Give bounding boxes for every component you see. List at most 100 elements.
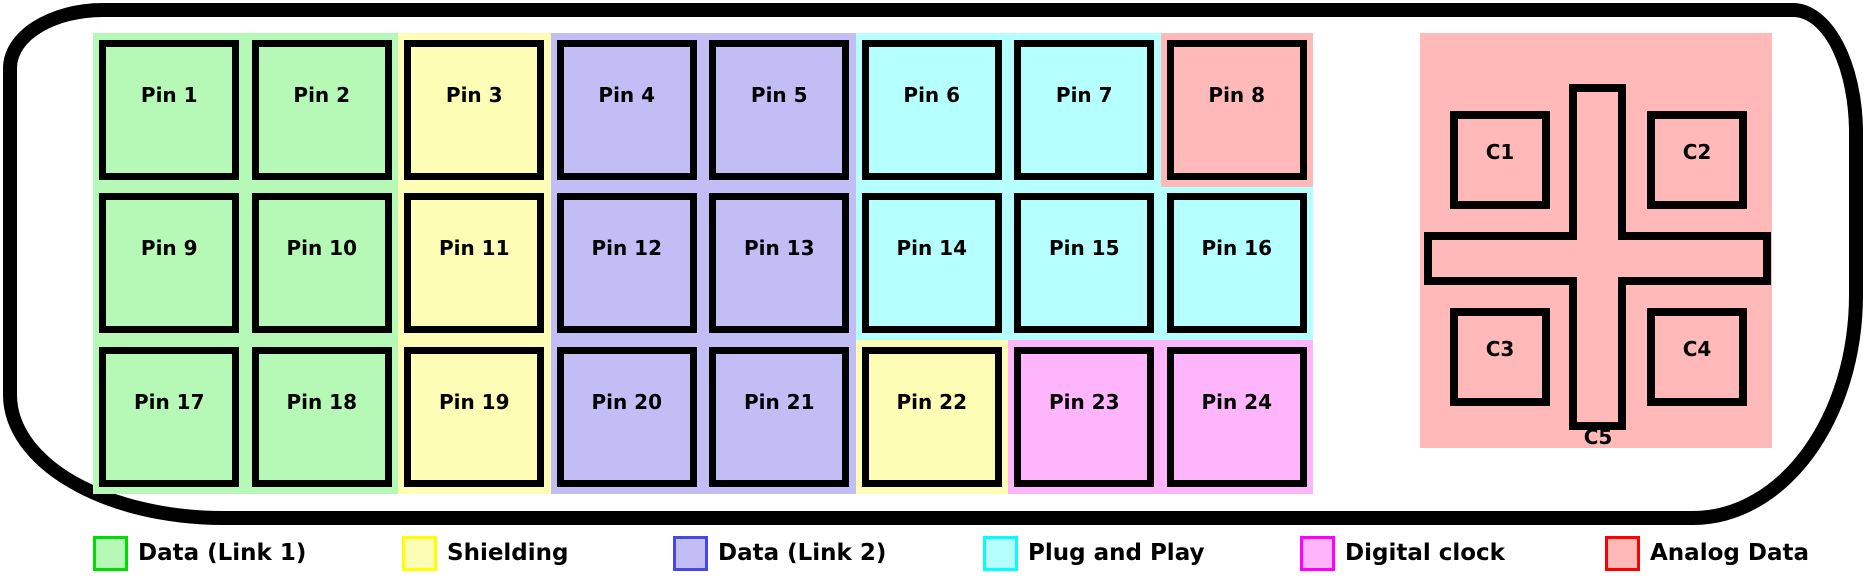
pin-cell: Pin 9 [93, 186, 246, 340]
contact-square: C1 [1450, 111, 1550, 209]
pin-cell: Pin 17 [93, 340, 246, 494]
legend-label: Digital clock [1345, 540, 1505, 566]
pin-label: Pin 15 [1048, 236, 1120, 261]
pin-square: Pin 16 [1166, 193, 1307, 334]
legend-label: Plug and Play [1028, 540, 1205, 566]
pin-cell: Pin 5 [703, 33, 856, 187]
pin-square: Pin 9 [99, 193, 240, 334]
pin-label: Pin 21 [743, 389, 815, 414]
pin-label: Pin 14 [896, 236, 968, 261]
contact-label: C1 [1485, 140, 1515, 164]
pin-square: Pin 19 [404, 346, 545, 487]
pin-cell: Pin 12 [550, 186, 703, 340]
legend-label: Data (Link 2) [718, 540, 887, 566]
contact-square: C2 [1647, 111, 1747, 209]
pin-label: Pin 19 [438, 389, 510, 414]
pin-cell: Pin 14 [855, 186, 1008, 340]
pin-cell: Pin 11 [398, 186, 551, 340]
pin-label: Pin 6 [903, 82, 961, 107]
pin-cell: Pin 13 [703, 186, 856, 340]
pin-square: Pin 14 [861, 193, 1002, 334]
pin-label: Pin 9 [140, 236, 198, 261]
pin-label: Pin 4 [598, 82, 656, 107]
legend-item: Digital clock [1300, 536, 1505, 571]
pin-label: Pin 16 [1201, 236, 1273, 261]
pin-cell: Pin 2 [245, 33, 398, 187]
pin-label: Pin 18 [286, 389, 358, 414]
pin-square: Pin 3 [404, 39, 545, 180]
pin-label: Pin 12 [591, 236, 663, 261]
pin-label: Pin 11 [438, 236, 510, 261]
legend-item: Shielding [402, 536, 569, 571]
pin-label: Pin 2 [293, 82, 351, 107]
pin-cell: Pin 20 [550, 340, 703, 494]
pin-square: Pin 13 [709, 193, 850, 334]
pin-cell: Pin 18 [245, 340, 398, 494]
contact-label-c5: C5 [1583, 425, 1613, 449]
pin-cell: Pin 1 [93, 33, 246, 187]
pin-label: Pin 20 [591, 389, 663, 414]
pin-label: Pin 13 [743, 236, 815, 261]
pin-cell: Pin 19 [398, 340, 551, 494]
legend-swatch [983, 536, 1018, 571]
pin-square: Pin 4 [556, 39, 697, 180]
pin-label: Pin 23 [1048, 389, 1120, 414]
contact-label: C4 [1682, 337, 1712, 361]
contact-label: C3 [1485, 337, 1515, 361]
pin-cell: Pin 16 [1160, 186, 1313, 340]
pin-cell: Pin 10 [245, 186, 398, 340]
pin-square: Pin 22 [861, 346, 1002, 487]
pin-square: Pin 21 [709, 346, 850, 487]
pin-square: Pin 2 [251, 39, 392, 180]
pin-square: Pin 1 [99, 39, 240, 180]
pin-grid: Pin 1 Pin 2 Pin 3 Pin 4 Pin 5 Pin 6 Pin 7 Pin 8… [93, 33, 1313, 494]
pin-cell: Pin 23 [1008, 340, 1161, 494]
pin-square: Pin 18 [251, 346, 392, 487]
legend-swatch [93, 536, 128, 571]
legend-item: Plug and Play [983, 536, 1205, 571]
pin-square: Pin 17 [99, 346, 240, 487]
cross-contact-shape [1424, 84, 1771, 430]
legend-swatch [1300, 536, 1335, 571]
pin-label: Pin 5 [750, 82, 808, 107]
pin-cell: Pin 3 [398, 33, 551, 187]
pin-square: Pin 24 [1166, 346, 1307, 487]
pin-cell: Pin 24 [1160, 340, 1313, 494]
pin-label: Pin 3 [445, 82, 503, 107]
pin-label: Pin 17 [133, 389, 205, 414]
contact-label: C2 [1682, 140, 1712, 164]
pin-cell: Pin 6 [855, 33, 1008, 187]
connector-outline [3, 3, 1863, 525]
legend-label: Analog Data [1650, 540, 1809, 566]
pin-label: Pin 7 [1055, 82, 1113, 107]
pin-square: Pin 23 [1014, 346, 1155, 487]
pin-square: Pin 8 [1166, 39, 1307, 180]
pin-square: Pin 20 [556, 346, 697, 487]
pin-cell: Pin 8 [1160, 33, 1313, 187]
pin-cell: Pin 15 [1008, 186, 1161, 340]
pin-label: Pin 8 [1208, 82, 1266, 107]
legend: Data (Link 1) Shielding Data (Link 2) Plug … [0, 536, 1869, 571]
pin-square: Pin 5 [709, 39, 850, 180]
contact-square: C3 [1450, 308, 1550, 406]
pin-label: Pin 24 [1201, 389, 1273, 414]
pin-cell: Pin 7 [1008, 33, 1161, 187]
legend-item: Data (Link 2) [673, 536, 886, 571]
pin-cell: Pin 4 [550, 33, 703, 187]
pin-cell: Pin 22 [855, 340, 1008, 494]
legend-swatch [673, 536, 708, 571]
pin-label: Pin 10 [286, 236, 358, 261]
pin-cell: Pin 21 [703, 340, 856, 494]
pin-square: Pin 15 [1014, 193, 1155, 334]
pin-square: Pin 6 [861, 39, 1002, 180]
pin-square: Pin 12 [556, 193, 697, 334]
legend-label: Shielding [447, 540, 569, 566]
legend-item: Analog Data [1605, 536, 1809, 571]
pin-square: Pin 11 [404, 193, 545, 334]
pin-square: Pin 10 [251, 193, 392, 334]
legend-label: Data (Link 1) [138, 540, 307, 566]
pin-label: Pin 1 [140, 82, 198, 107]
pin-square: Pin 7 [1014, 39, 1155, 180]
legend-swatch [1605, 536, 1640, 571]
